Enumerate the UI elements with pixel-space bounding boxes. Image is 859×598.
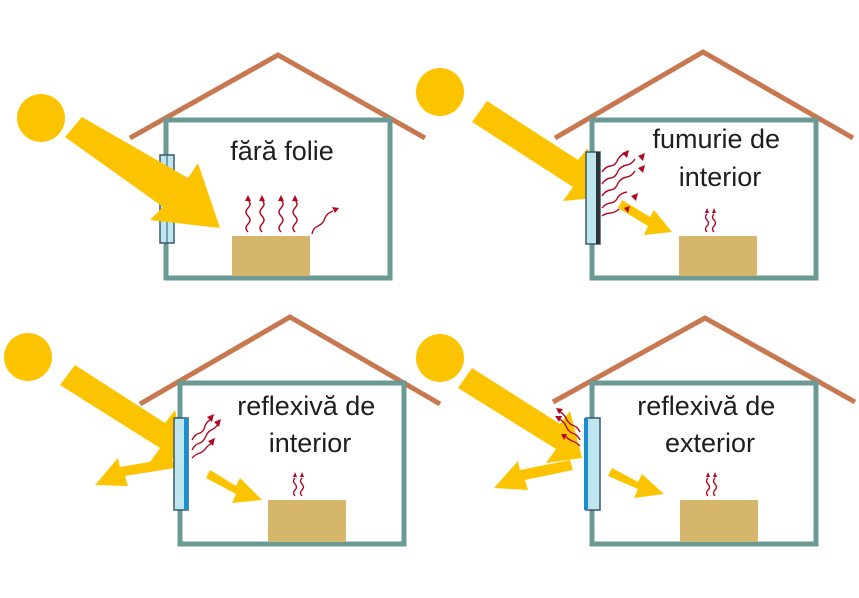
heat-wave-arrowheads [245,195,339,213]
heated-object-box [679,236,757,276]
film-heat-waves [558,411,581,447]
film-heat-wave-arrowheads [207,414,221,446]
reflective-film [584,418,588,510]
sunlight-ray [458,368,582,463]
panel-reflective-film-exterior: reflexivă de exterior [416,315,857,547]
panel-label: reflexivă de exterior [637,391,783,458]
transmitted-ray [608,468,664,498]
panel-no-film: fără folie [17,52,427,281]
panel-label: reflexivă de interior [237,391,383,458]
sun-icon [416,334,464,382]
panel-label-line: reflexivă de [237,391,375,421]
heated-object-box [680,500,758,542]
heated-object-box [232,236,310,276]
sunlight-ray [472,101,594,201]
reflective-film [184,418,188,510]
heat-waves [704,213,717,233]
heat-wave-arrowheads [293,472,304,477]
film-heat-wave-arrowheads [622,150,645,213]
panel-label-line: interior [679,162,762,192]
panel-label-line: interior [269,428,352,458]
transmitted-ray [618,200,672,235]
panel-tinted-film-interior: fumurie de interior [416,49,855,281]
house-walls [163,117,393,281]
sun-icon [416,68,464,116]
heat-wave-arrowheads [705,208,716,213]
panel-label: fără folie [230,136,334,166]
panel-label-line: exterior [665,428,755,458]
sunlight-ray [65,117,220,228]
sunlight-ray [60,365,186,462]
house-roof [128,52,427,141]
heat-waves [245,199,334,235]
transmitted-ray [206,470,262,503]
sun-icon [17,94,65,142]
house-roof [138,314,442,407]
heat-wave-arrowheads [706,472,717,477]
panel-label-line: fumurie de [652,124,780,154]
heated-object-box [268,500,346,542]
reflected-ray [494,460,573,490]
heat-waves [705,477,718,497]
panel-reflective-film-interior: reflexivă de interior [4,314,442,547]
panel-label-line: reflexivă de [637,391,775,421]
sun-icon [4,333,52,381]
film-heat-waves [601,152,636,217]
window-glass [585,417,601,511]
house-roof [551,315,857,405]
film-heat-wave-arrowheads [555,408,567,440]
reflected-ray [95,458,175,486]
house-roof [553,49,855,141]
film-heat-waves [191,418,220,459]
heat-waves [292,477,305,497]
tinted-film [596,152,600,244]
panel-label-line: fără folie [230,136,334,166]
panel-label: fumurie de interior [652,124,787,192]
